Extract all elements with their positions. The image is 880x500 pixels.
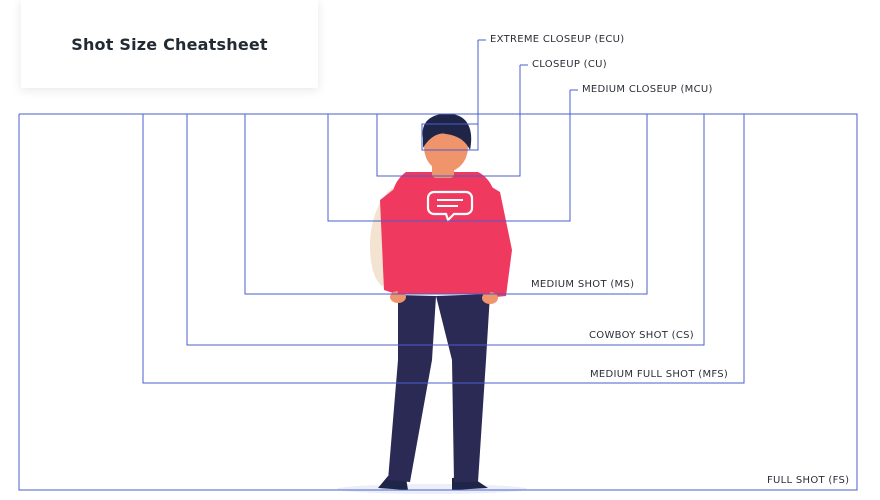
- frame-ecu: [421, 40, 479, 151]
- right-leg: [436, 294, 490, 482]
- page-title: Shot Size Cheatsheet: [71, 34, 268, 54]
- torso-sweater: [390, 172, 498, 294]
- frame-ms: [244, 114, 648, 295]
- frame-fs: [18, 113, 858, 491]
- label-cs: COWBOY SHOT (CS): [587, 330, 696, 342]
- chat-bubble-icon: [426, 190, 474, 223]
- floor-shadow: [337, 484, 527, 494]
- left-leg: [388, 295, 436, 482]
- frame-cu: [376, 65, 521, 177]
- label-ecu: EXTREME CLOSEUP (ECU): [488, 34, 627, 46]
- frame-cs: [186, 114, 705, 346]
- label-fs: FULL SHOT (FS): [765, 475, 852, 487]
- hair: [422, 113, 472, 150]
- frame-mfs: [142, 114, 745, 384]
- label-mcu: MEDIUM CLOSEUP (MCU): [580, 84, 715, 96]
- frame-mcu: [327, 90, 571, 222]
- title-card: Shot Size Cheatsheet: [21, 0, 318, 88]
- label-ms: MEDIUM SHOT (MS): [529, 279, 637, 291]
- label-cu: CLOSEUP (CU): [530, 59, 609, 71]
- label-mfs: MEDIUM FULL SHOT (MFS): [588, 369, 731, 381]
- person-illustration: [370, 113, 512, 490]
- right-hand: [482, 292, 498, 304]
